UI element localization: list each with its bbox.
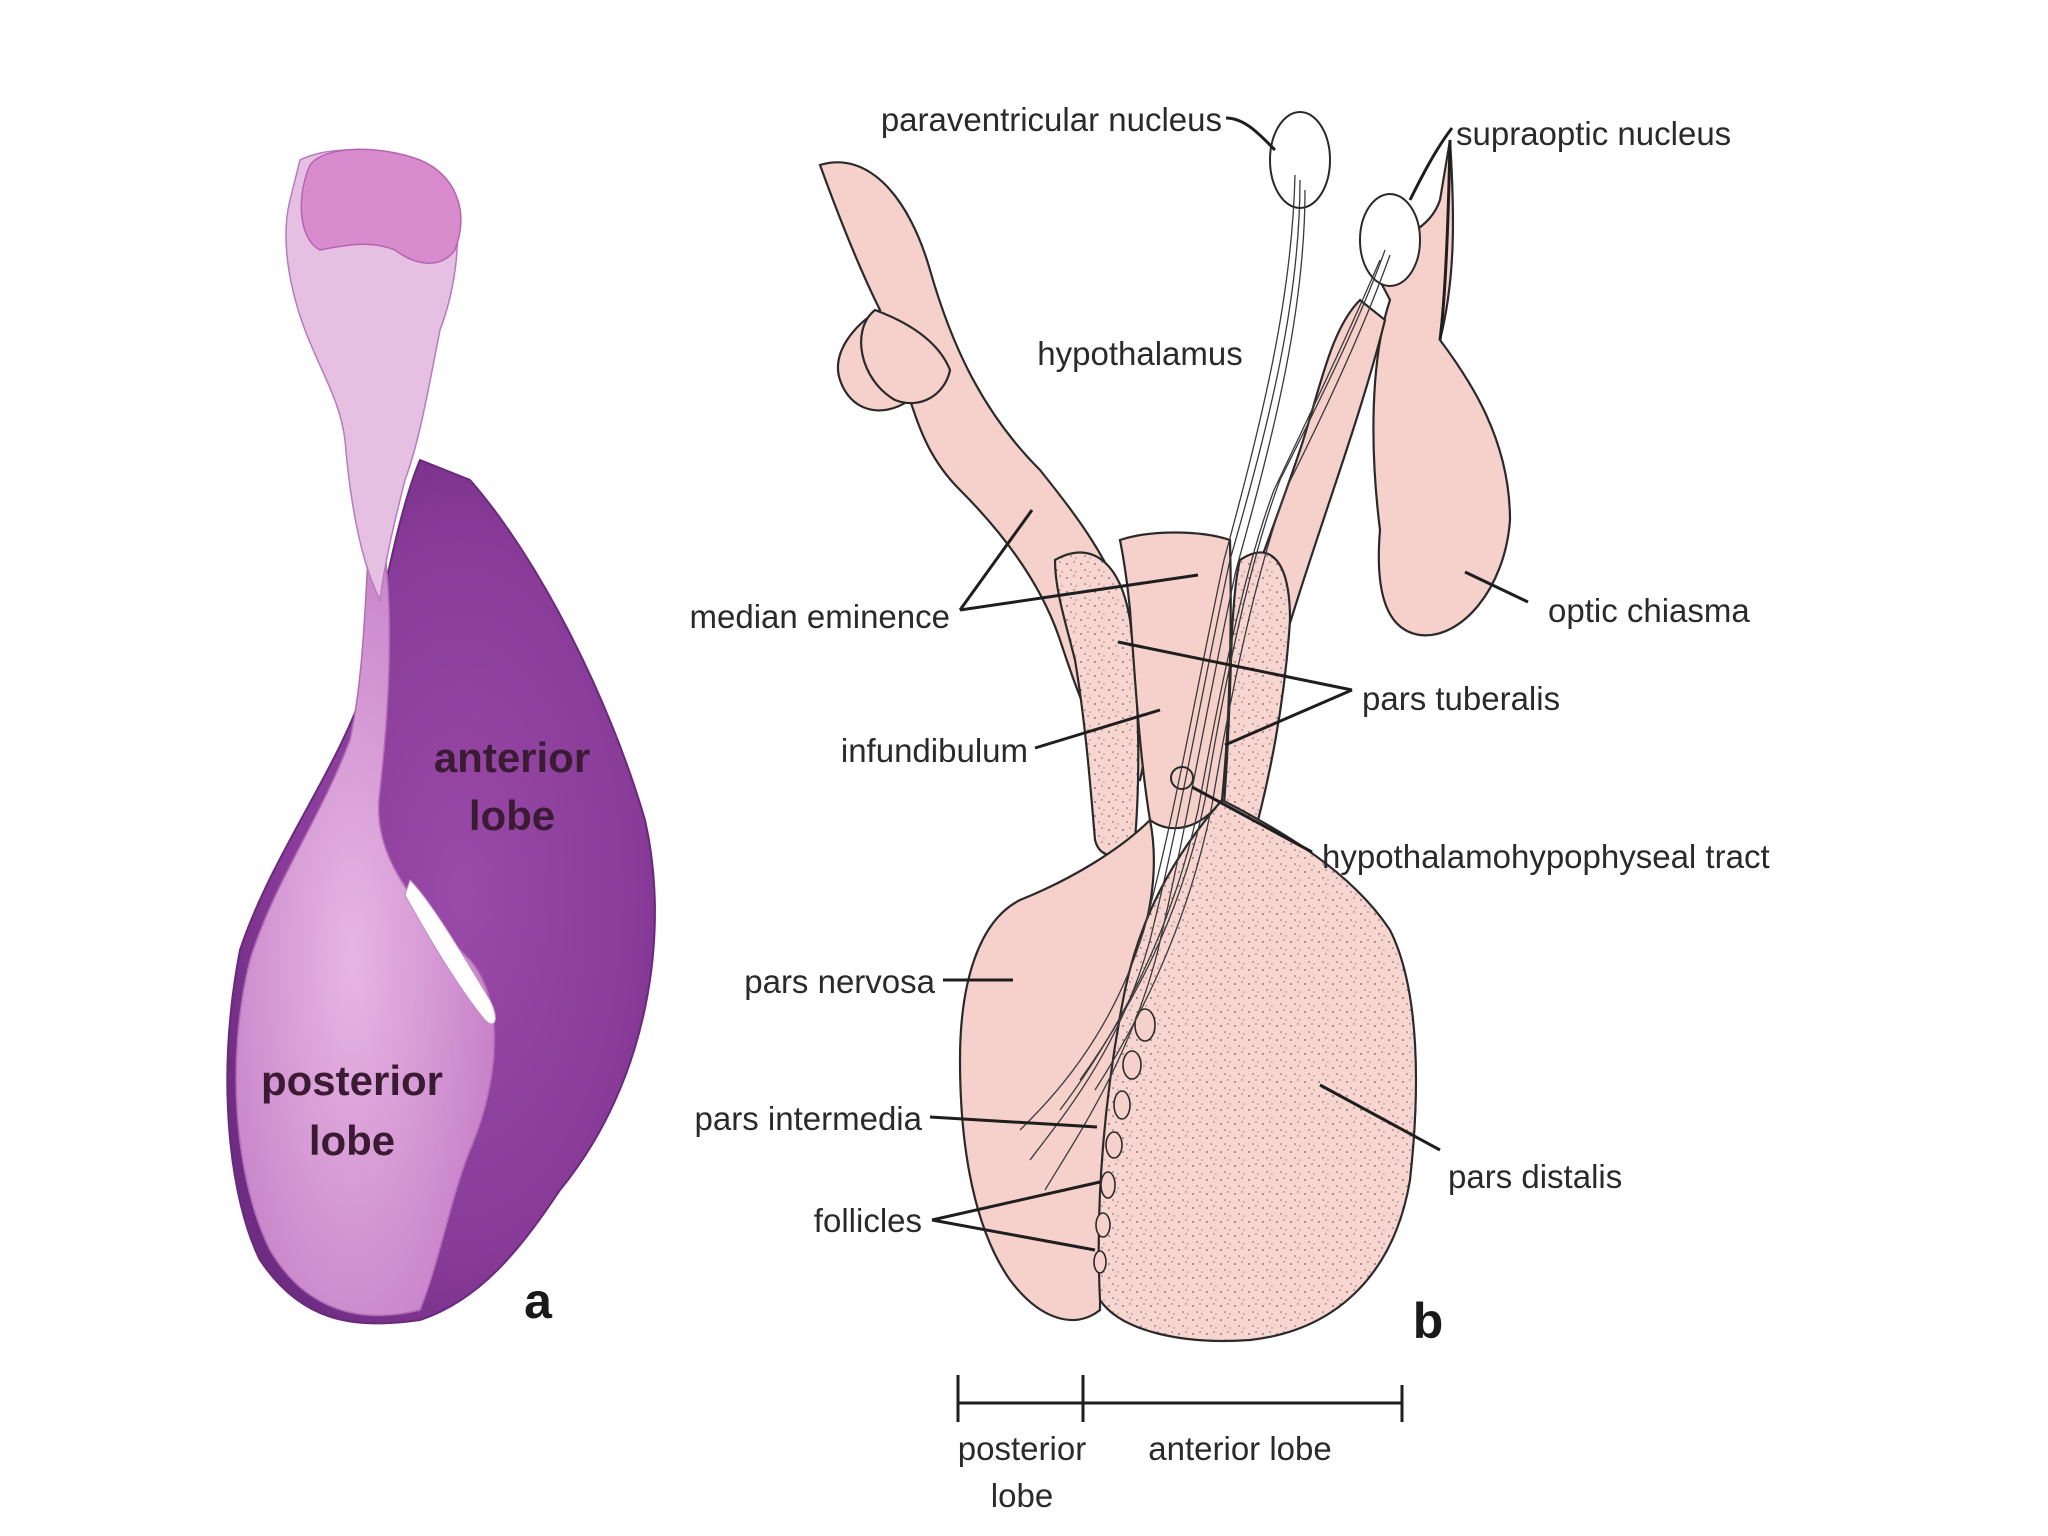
- pars-distalis-shape: [1097, 798, 1418, 1343]
- leader-lines: [929, 116, 1529, 1252]
- label-hypothalamus: hypothalamus: [1037, 335, 1242, 372]
- label-pars-distalis: pars distalis: [1448, 1158, 1622, 1195]
- third-ventricle-line: [1438, 139, 1452, 341]
- label-infundibulum: infundibulum: [841, 732, 1028, 769]
- hypothalamus-left-bulge: [860, 308, 952, 405]
- label-anterior-lobe-line1: anterior: [434, 734, 590, 781]
- label-paraventricular-nucleus: paraventricular nucleus: [881, 101, 1222, 138]
- posterior-lobe-tissue: [235, 518, 496, 1317]
- supraoptic-nucleus-circle: [1359, 193, 1421, 287]
- pars-tuberalis-left: [1053, 551, 1140, 856]
- label-anterior-lobe-line2: lobe: [469, 792, 555, 839]
- panel-a-histology: anterior lobe posterior lobe a: [226, 148, 656, 1329]
- label-posterior-lobe-line2: lobe: [309, 1117, 395, 1164]
- label-posterior-lobe-line1: posterior: [261, 1057, 443, 1104]
- label-median-eminence: median eminence: [690, 598, 951, 635]
- panel-letter-b: b: [1413, 1293, 1444, 1349]
- stalk-top-tissue: [300, 148, 462, 264]
- residual-cleft: [404, 879, 496, 1025]
- lobe-scale-bar: [956, 1375, 1404, 1422]
- panel-b-schematic: paraventricular nucleus supraoptic nucle…: [690, 101, 1770, 1514]
- label-follicles: follicles: [814, 1202, 922, 1239]
- label-optic-chiasma: optic chiasma: [1548, 592, 1750, 629]
- tract-marker-circle: [1170, 766, 1194, 790]
- label-pars-nervosa: pars nervosa: [744, 963, 935, 1000]
- follicles-cluster: [1093, 1008, 1156, 1274]
- label-scale-posterior-lobe-line2: lobe: [991, 1477, 1053, 1514]
- label-scale-posterior-lobe-line1: posterior: [958, 1430, 1086, 1467]
- hypothalamohypophyseal-fibres: [1019, 174, 1391, 1191]
- label-hypothalamohypophyseal-tract: hypothalamohypophyseal tract: [1322, 838, 1770, 875]
- label-pars-intermedia: pars intermedia: [695, 1100, 923, 1137]
- panel-letter-a: a: [524, 1273, 553, 1329]
- label-pars-tuberalis: pars tuberalis: [1362, 680, 1560, 717]
- label-supraoptic-nucleus: supraoptic nucleus: [1456, 115, 1731, 152]
- label-scale-anterior-lobe: anterior lobe: [1148, 1430, 1331, 1467]
